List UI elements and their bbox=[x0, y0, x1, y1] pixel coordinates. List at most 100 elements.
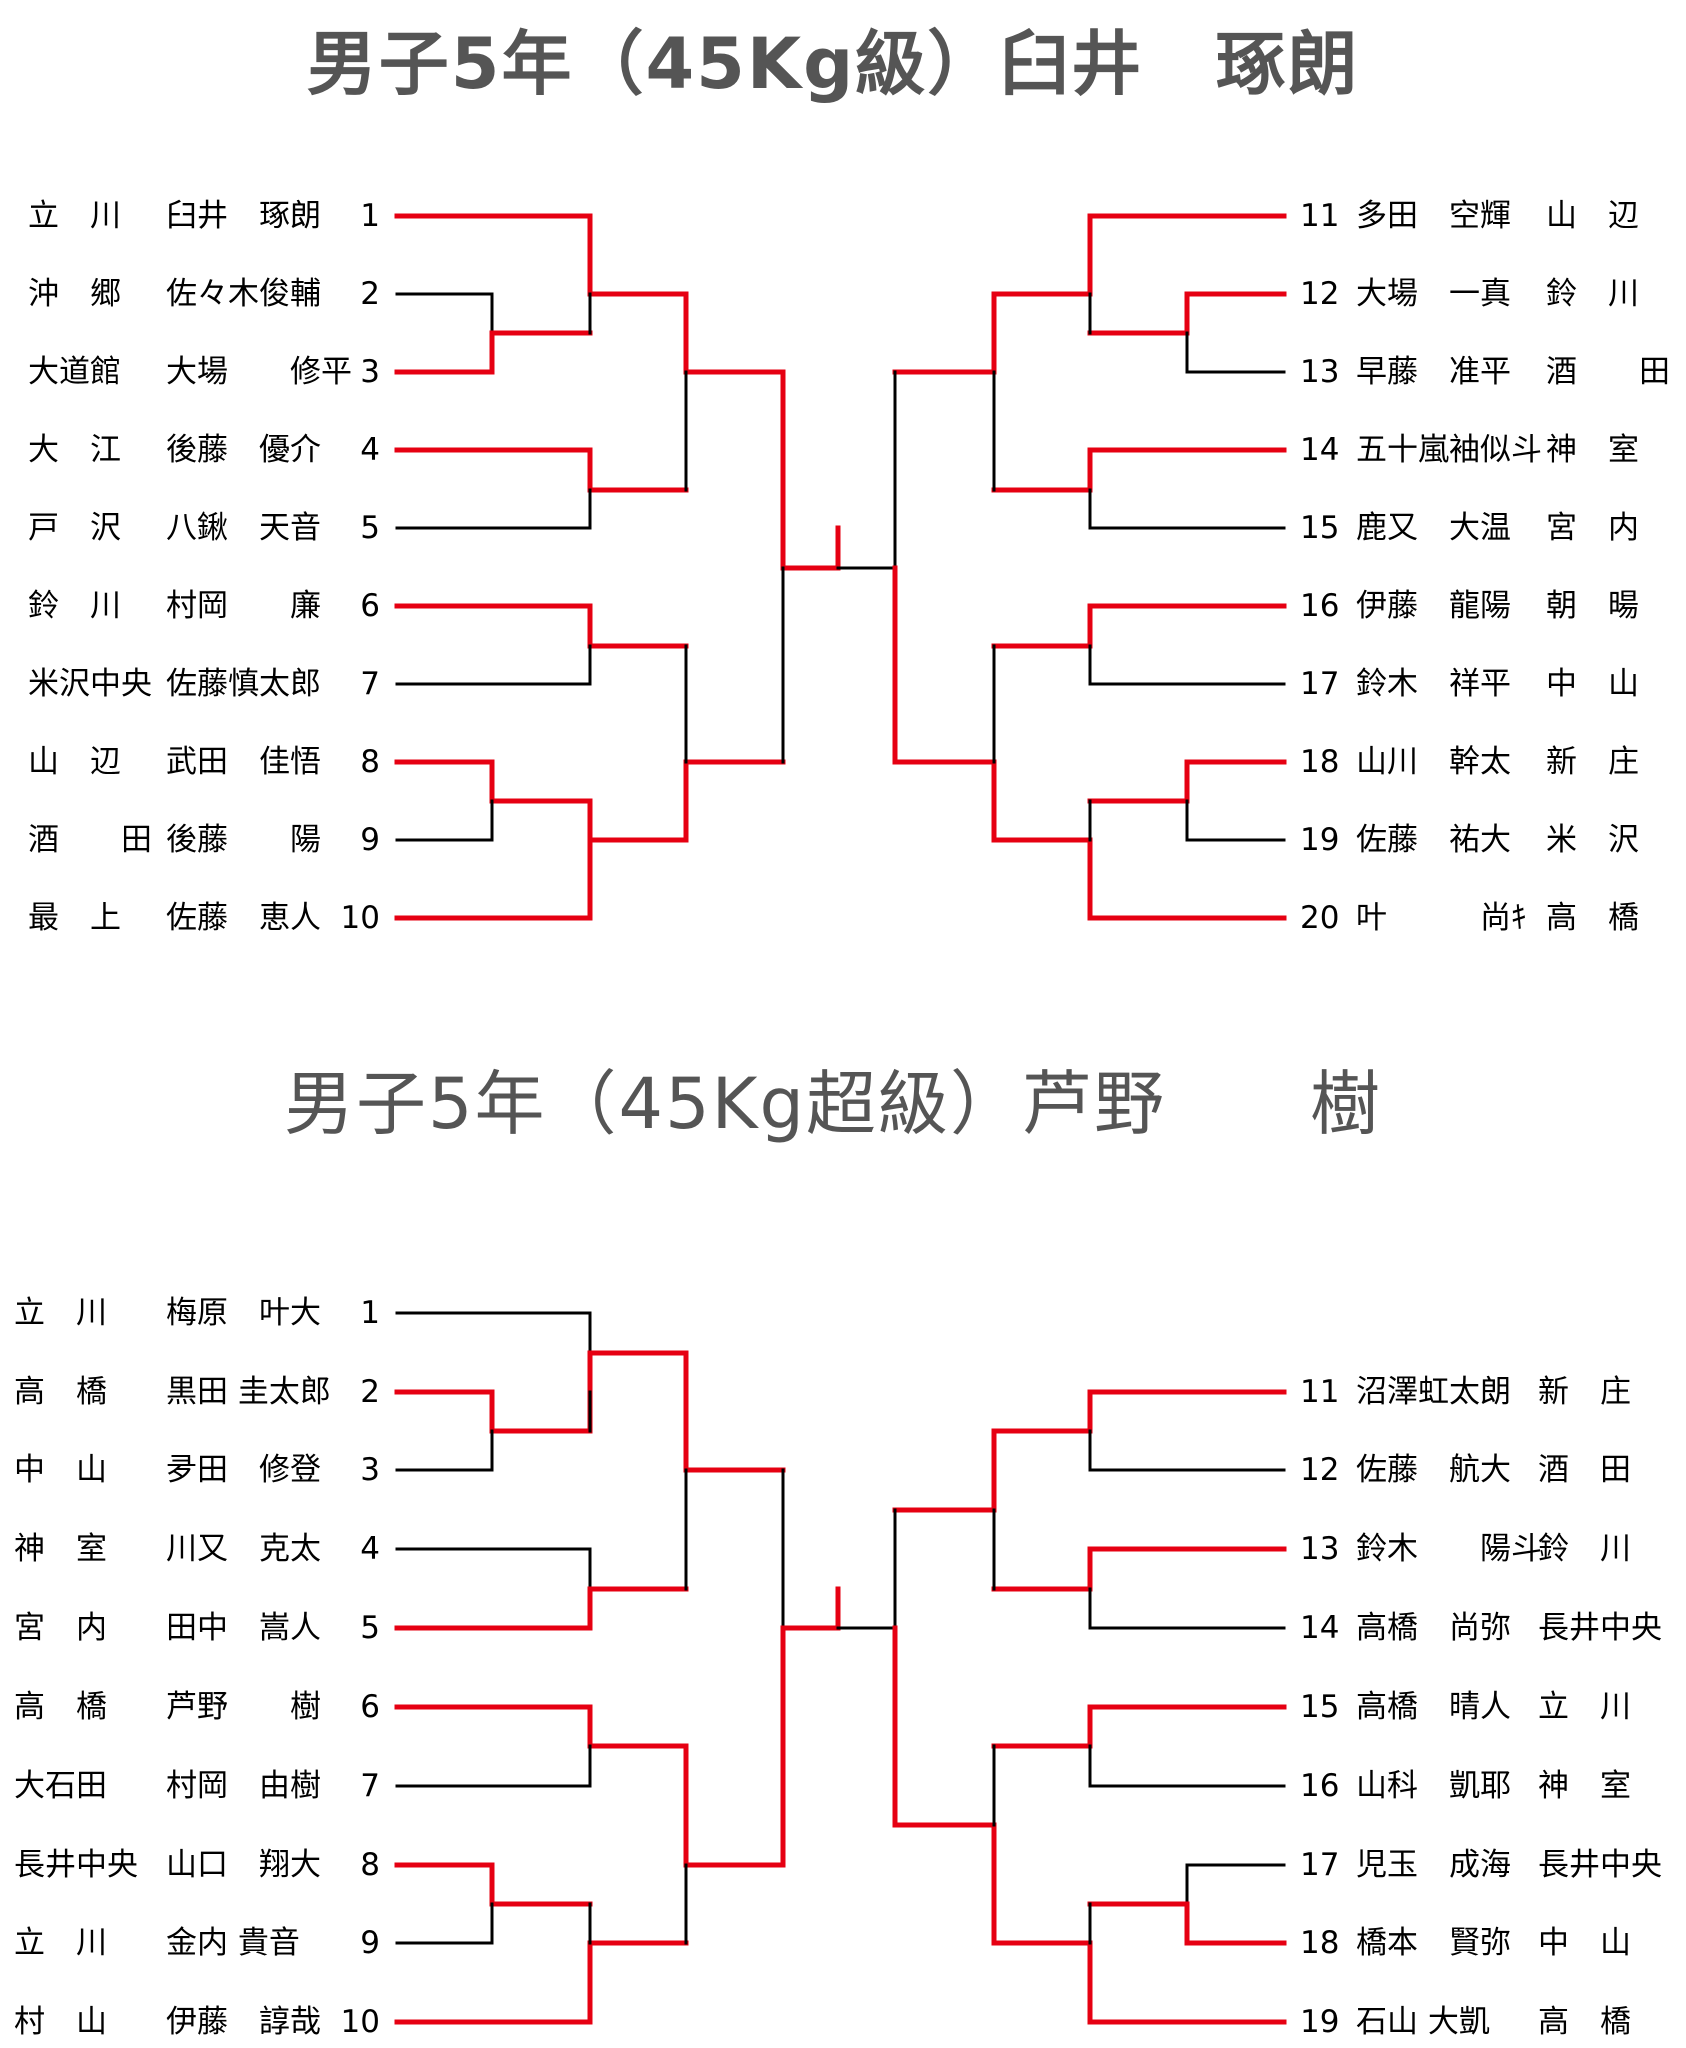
bracket-1-left-team: 戸 沢 bbox=[28, 510, 121, 546]
bracket-1-left-no: 8 bbox=[360, 744, 380, 780]
bracket-2-title: 男子5年（45Kg超級）芦野 樹 bbox=[284, 1063, 1382, 1145]
bracket-2-right-no: 11 bbox=[1300, 1374, 1340, 1410]
bracket-1-left-team: 鈴 川 bbox=[28, 588, 121, 624]
bracket-2-left-team: 立 川 bbox=[14, 1295, 107, 1331]
bracket-1-right-team: 新 庄 bbox=[1546, 744, 1639, 780]
bracket-2-right-name: 鈴木 陽斗 bbox=[1356, 1531, 1542, 1567]
bracket-1-left-name: 後藤 優介 bbox=[166, 432, 321, 468]
bracket-2-right-team: 酒 田 bbox=[1538, 1452, 1631, 1488]
bracket-2-left-name: 伊藤 諄哉 bbox=[166, 2004, 321, 2040]
bracket-1-right-team: 朝 暘 bbox=[1546, 588, 1639, 624]
bracket-2-left-team: 長井中央 bbox=[14, 1847, 138, 1883]
bracket-2-right-name: 高橋 晴人 bbox=[1356, 1689, 1511, 1725]
bracket-2-left-name: 金内 貴音 bbox=[166, 1925, 300, 1961]
bracket-1-right-name: 叶 尚ｷ bbox=[1356, 900, 1527, 936]
bracket-1-right-team: 山 辺 bbox=[1546, 198, 1639, 234]
bracket-2-right-name: 橋本 賢弥 bbox=[1356, 1925, 1511, 1961]
bracket-1-left-name: 後藤 陽 bbox=[166, 822, 321, 858]
bracket-1-left-name: 村岡 廉 bbox=[166, 588, 321, 624]
bracket-2-right-name: 佐藤 航大 bbox=[1356, 1452, 1511, 1488]
bracket-1-right-no: 20 bbox=[1300, 900, 1340, 936]
bracket-1-right-team: 酒 田 bbox=[1546, 354, 1670, 390]
bracket-1-left-team: 大道館 bbox=[28, 354, 121, 390]
bracket-2-right-team: 長井中央 bbox=[1538, 1847, 1662, 1883]
bracket-2-left-name: 梅原 叶大 bbox=[166, 1295, 321, 1331]
bracket-1-left-name: 八鍬 天音 bbox=[166, 510, 321, 546]
bracket-1-title: 男子5年（45Kg級）臼井 琢朗 bbox=[306, 23, 1360, 105]
bracket-1-right-name: 鹿又 大温 bbox=[1356, 510, 1511, 546]
bracket-1-left-no: 9 bbox=[360, 822, 380, 858]
bracket-2-right-no: 16 bbox=[1300, 1768, 1340, 1804]
bracket-1-right-name: 伊藤 龍陽 bbox=[1356, 588, 1511, 624]
bracket-2-right-team: 神 室 bbox=[1538, 1768, 1631, 1804]
bracket-2-left-name: 芦野 樹 bbox=[166, 1689, 321, 1725]
bracket-2-left-name: 夛田 修登 bbox=[166, 1452, 321, 1488]
bracket-2-right-team: 立 川 bbox=[1538, 1689, 1631, 1725]
bracket-1-left-name: 佐藤 恵人 bbox=[166, 900, 321, 936]
bracket-1-right-name: 多田 空輝 bbox=[1356, 198, 1511, 234]
bracket-2-left-name: 村岡 由樹 bbox=[166, 1768, 321, 1804]
bracket-1-right-no: 13 bbox=[1300, 354, 1340, 390]
bracket-2-left-name: 川又 克太 bbox=[166, 1531, 321, 1567]
bracket-1-right-no: 14 bbox=[1300, 432, 1340, 468]
bracket-1-right-name: 鈴木 祥平 bbox=[1356, 666, 1511, 702]
bracket-1-right-no: 11 bbox=[1300, 198, 1340, 234]
bracket-1-right-no: 15 bbox=[1300, 510, 1340, 546]
bracket-2-left-no: 1 bbox=[360, 1295, 380, 1331]
bracket-1-right-team: 鈴 川 bbox=[1546, 276, 1639, 312]
bracket-2-left-name: 田中 嵩人 bbox=[166, 1610, 321, 1646]
bracket-1-left-team: 沖 郷 bbox=[28, 276, 121, 312]
bracket-1-left-no: 4 bbox=[360, 432, 380, 468]
bracket-1-left-name: 臼井 琢朗 bbox=[166, 198, 321, 234]
bracket-2-left-team: 宮 内 bbox=[14, 1610, 107, 1646]
bracket-1-right-name: 佐藤 祐大 bbox=[1356, 822, 1511, 858]
bracket-1-right-no: 17 bbox=[1300, 666, 1340, 702]
bracket-2-left-team: 高 橋 bbox=[14, 1689, 107, 1725]
bracket-1-left-no: 10 bbox=[340, 900, 380, 936]
bracket-2-left-no: 5 bbox=[360, 1610, 380, 1646]
bracket-1-left-name: 佐藤慎太郎 bbox=[166, 666, 321, 702]
bracket-2-left-team: 大石田 bbox=[14, 1768, 107, 1804]
bracket-1-right-team: 宮 内 bbox=[1546, 510, 1639, 546]
bracket-2-right-name: 高橋 尚弥 bbox=[1356, 1610, 1511, 1646]
bracket-1-left-team: 米沢中央 bbox=[28, 666, 152, 702]
bracket-1-right-name: 大場 一真 bbox=[1356, 276, 1511, 312]
bracket-1-left-no: 7 bbox=[360, 666, 380, 702]
bracket-1-right-no: 12 bbox=[1300, 276, 1340, 312]
bracket-2-left-no: 10 bbox=[340, 2004, 380, 2040]
bracket-2-left-no: 6 bbox=[360, 1689, 380, 1725]
bracket-2-right-no: 12 bbox=[1300, 1452, 1340, 1488]
bracket-1-left-name: 大場 修平 bbox=[166, 354, 352, 390]
bracket-1-left-no: 6 bbox=[360, 588, 380, 624]
bracket-2-left-no: 8 bbox=[360, 1847, 380, 1883]
bracket-2-left-no: 3 bbox=[360, 1452, 380, 1488]
bracket-2-left-team: 村 山 bbox=[14, 2004, 107, 2040]
bracket-2-left-name: 山口 翔大 bbox=[166, 1847, 321, 1883]
bracket-1-left-no: 5 bbox=[360, 510, 380, 546]
bracket-1-left-team: 酒 田 bbox=[28, 822, 152, 858]
bracket-2-right-name: 石山 大凱 bbox=[1356, 2004, 1490, 2040]
bracket-2-right-name: 沼澤虹太朗 bbox=[1356, 1374, 1511, 1410]
bracket-1-left-name: 佐々木俊輔 bbox=[166, 276, 321, 312]
bracket-1-right-no: 18 bbox=[1300, 744, 1340, 780]
bracket-2-right-team: 新 庄 bbox=[1538, 1374, 1631, 1410]
bracket-2-right-no: 15 bbox=[1300, 1689, 1340, 1725]
bracket-1-left-name: 武田 佳悟 bbox=[166, 744, 321, 780]
bracket-2-left-team: 神 室 bbox=[14, 1531, 107, 1567]
bracket-1-left-team: 山 辺 bbox=[28, 744, 121, 780]
bracket-1-right-name: 早藤 准平 bbox=[1356, 354, 1511, 390]
bracket-2-left-no: 2 bbox=[360, 1374, 380, 1410]
bracket-1-right-name: 五十嵐袖似斗 bbox=[1356, 432, 1542, 468]
bracket-1-right-team: 中 山 bbox=[1546, 666, 1639, 702]
bracket-2-left-name: 黒田 圭太郎 bbox=[166, 1374, 331, 1410]
bracket-2-right-no: 14 bbox=[1300, 1610, 1340, 1646]
bracket-2-right-no: 13 bbox=[1300, 1531, 1340, 1567]
bracket-2-left-team: 中 山 bbox=[14, 1452, 107, 1488]
bracket-1-right-no: 16 bbox=[1300, 588, 1340, 624]
bracket-1-left-team: 最 上 bbox=[28, 900, 121, 936]
bracket-2-left-team: 高 橋 bbox=[14, 1374, 107, 1410]
bracket-2-right-name: 山科 凱耶 bbox=[1356, 1768, 1511, 1804]
bracket-2-right-team: 鈴 川 bbox=[1538, 1531, 1631, 1567]
bracket-2-right-name: 児玉 成海 bbox=[1356, 1847, 1511, 1883]
